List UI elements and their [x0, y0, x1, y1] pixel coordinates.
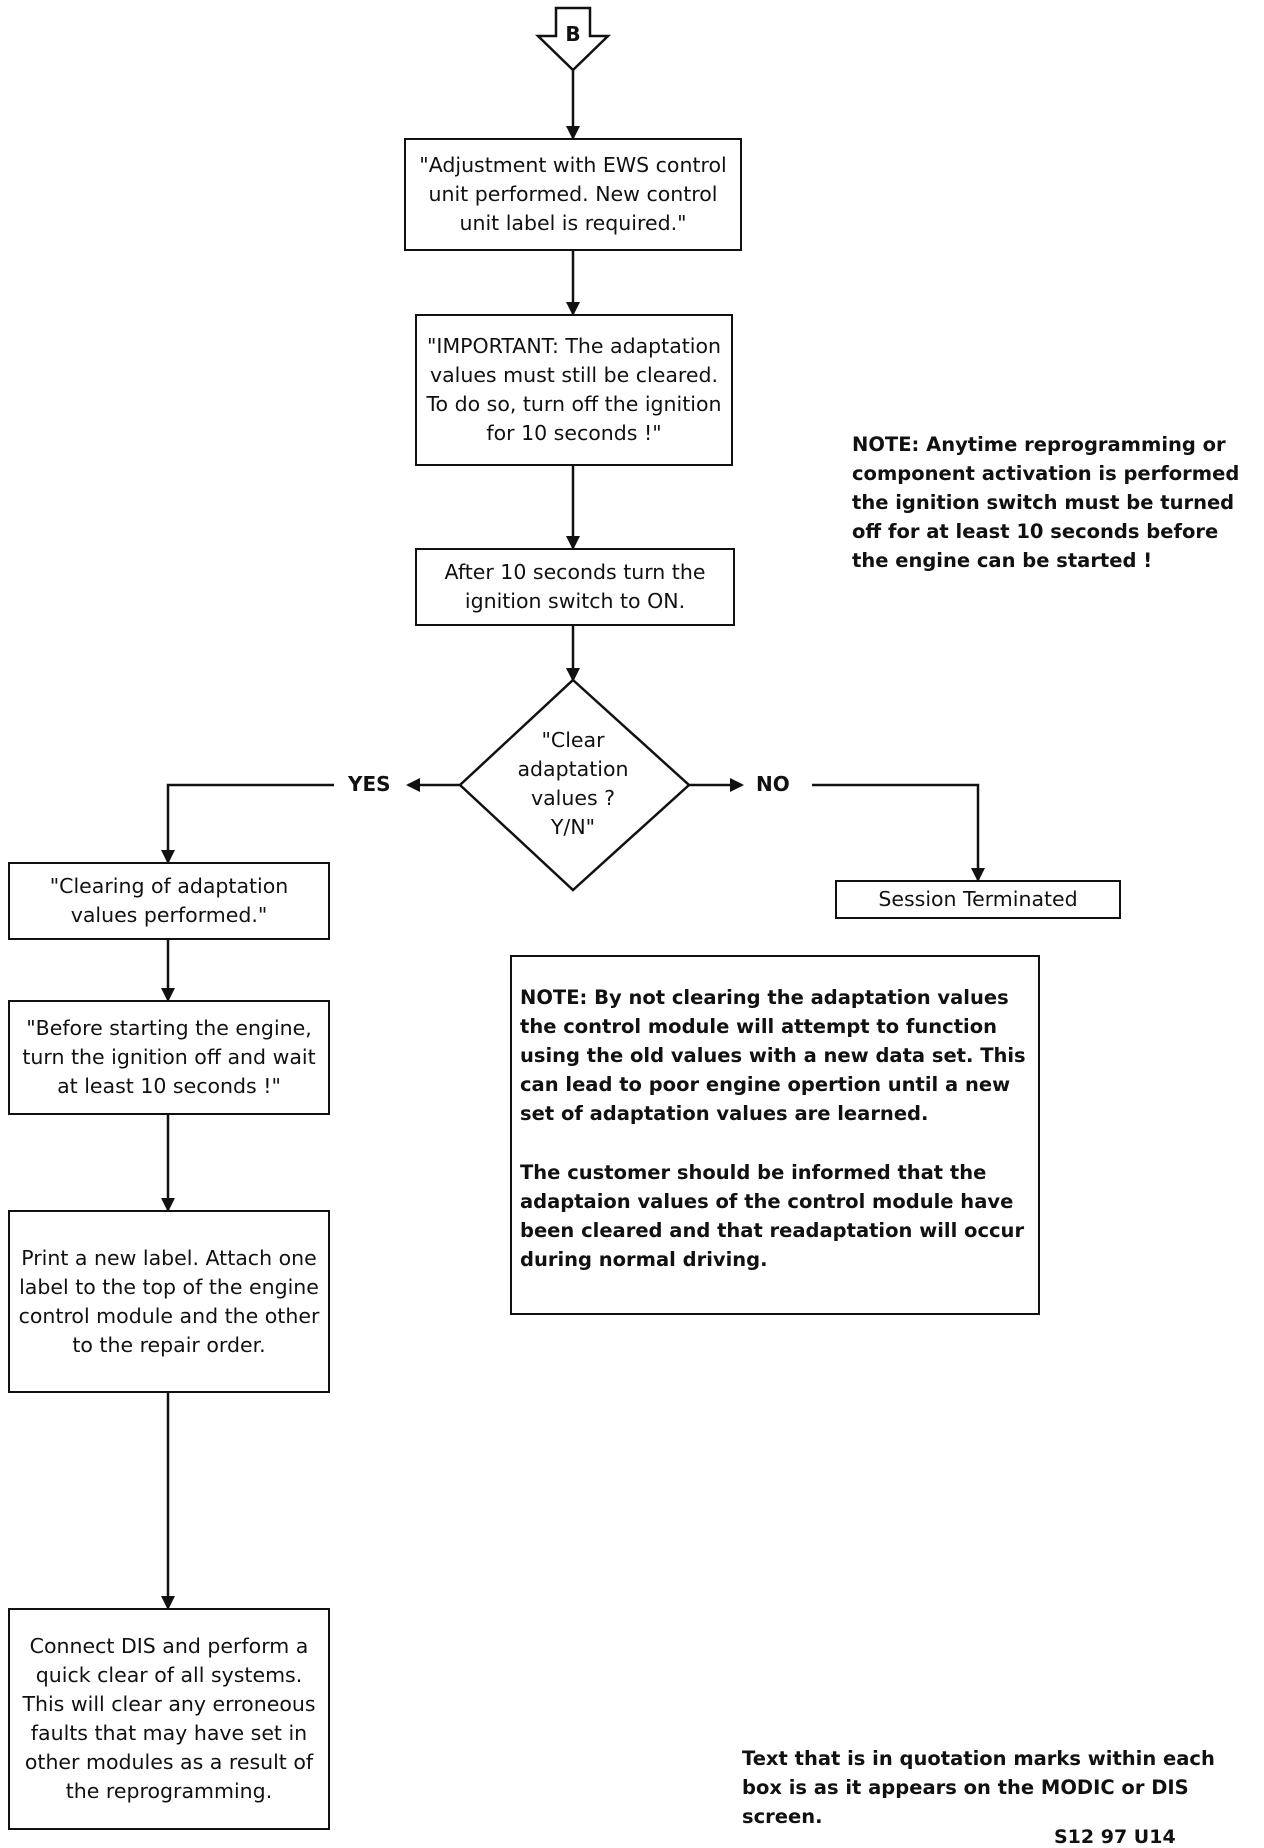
- step-clearing-box: "Clearing of adaptation values performed…: [8, 862, 330, 940]
- note-not-clearing-paragraph-1: NOTE: By not clearing the adaptation val…: [520, 986, 1026, 1125]
- note-not-clearing-box: NOTE: By not clearing the adaptation val…: [510, 955, 1040, 1315]
- step-connect-dis-box: Connect DIS and perform a quick clear of…: [8, 1608, 330, 1830]
- note-reprogramming: NOTE: Anytime reprogramming or component…: [852, 433, 1240, 572]
- decision-diamond-shape: [458, 678, 691, 892]
- figure-code: S12 97 U14: [1054, 1826, 1176, 1848]
- step-print-label-text: Print a new label. Attach one label to t…: [18, 1245, 320, 1357]
- connector-b-shape: [534, 6, 612, 72]
- step-before-start-text: "Before starting the engine, turn the ig…: [22, 1016, 316, 1098]
- step-before-start-box: "Before starting the engine, turn the ig…: [8, 1000, 330, 1115]
- line-yes-to-clearing: [161, 783, 334, 864]
- connector-b-label: B: [565, 22, 581, 46]
- yes-label: YES: [348, 772, 391, 796]
- step-after10-text: After 10 seconds turn the ignition switc…: [444, 560, 706, 613]
- line-no-to-session: [812, 783, 985, 882]
- step-important-text: "IMPORTANT: The adaptation values must s…: [426, 334, 722, 445]
- decision-text: "Clear adaptation values ? Y/N": [517, 728, 629, 839]
- note-not-clearing-paragraph-2: The customer should be informed that the…: [520, 1161, 1025, 1271]
- step-adjustment-text: "Adjustment with EWS control unit perfor…: [419, 153, 727, 235]
- session-terminated-text: Session Terminated: [878, 887, 1078, 911]
- note-quotation: Text that is in quotation marks within e…: [742, 1747, 1215, 1828]
- no-label: NO: [756, 772, 790, 796]
- session-terminated-box: Session Terminated: [835, 880, 1121, 919]
- step-important-box: "IMPORTANT: The adaptation values must s…: [415, 314, 733, 466]
- step-print-label-box: Print a new label. Attach one label to t…: [8, 1210, 330, 1393]
- step-after10-box: After 10 seconds turn the ignition switc…: [415, 548, 735, 626]
- step-connect-dis-text: Connect DIS and perform a quick clear of…: [22, 1634, 316, 1803]
- step-adjustment-box: "Adjustment with EWS control unit perfor…: [404, 138, 742, 251]
- step-clearing-text: "Clearing of adaptation values performed…: [49, 874, 289, 927]
